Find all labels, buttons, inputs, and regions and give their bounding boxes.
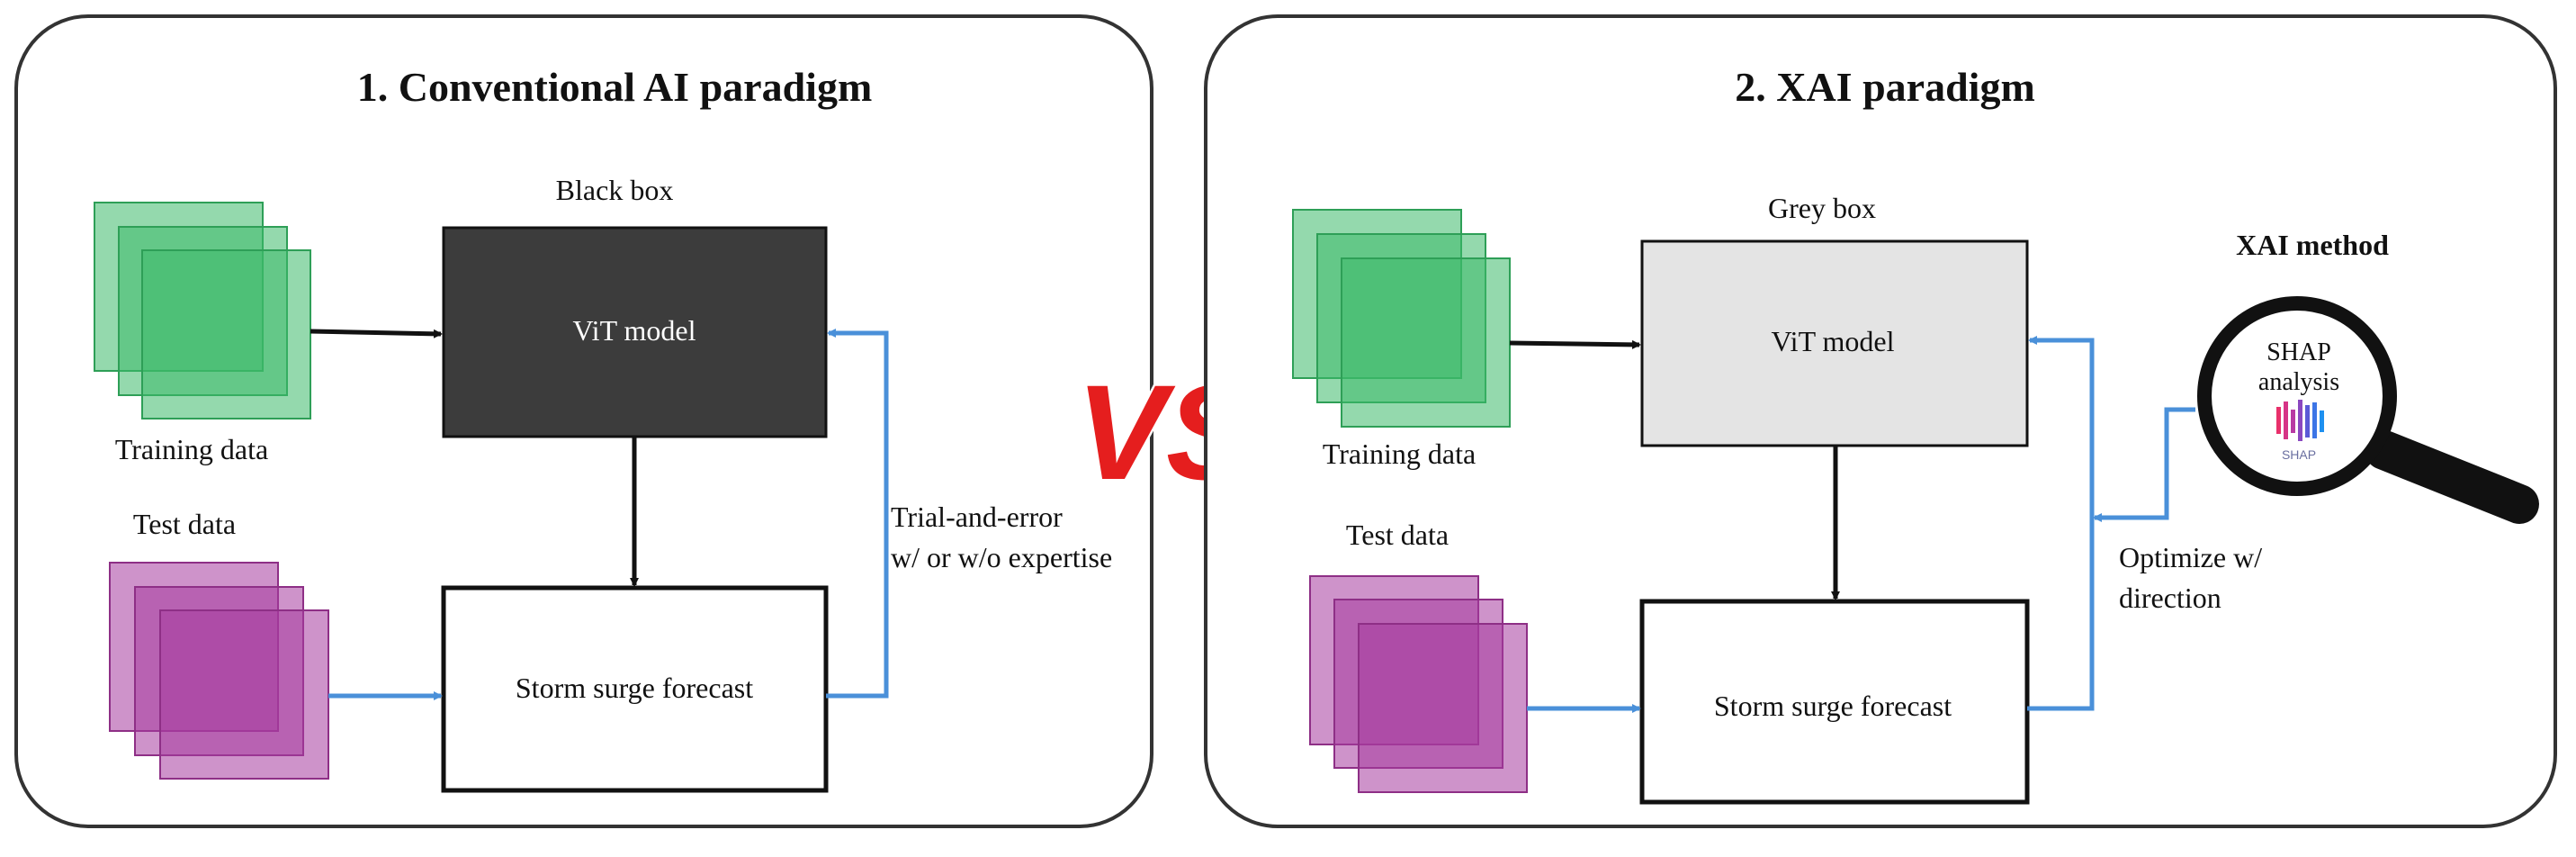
magnifier-icon	[2197, 296, 2539, 524]
xai-method-title: XAI method	[2236, 229, 2389, 261]
training-data-label: Training data	[115, 433, 268, 465]
xai-test-data-stack	[1309, 575, 1528, 793]
xai-panel-title: 2. XAI paradigm	[1735, 64, 2035, 110]
xai-panel: 2. XAI paradigm Training data Test data …	[1204, 14, 2557, 828]
lens-analysis-label: analysis	[2258, 368, 2339, 396]
xai-training-data-stack	[1292, 209, 1511, 428]
xai-training-to-model-arrow	[1509, 339, 1641, 349]
direction-label: direction	[2119, 582, 2221, 614]
xai-test-data-label: Test data	[1346, 519, 1449, 551]
test-data-stack	[109, 562, 329, 780]
shap-logo-text: SHAP	[2282, 447, 2316, 462]
trial-and-error-feedback-arrow	[826, 329, 889, 699]
grey-box-caption: Grey box	[1768, 192, 1876, 224]
test-data-label: Test data	[133, 508, 236, 540]
grey-box-model-label: ViT model	[1771, 325, 1894, 357]
expertise-label: w/ or w/o expertise	[891, 541, 1112, 573]
training-data-stack	[94, 202, 311, 419]
black-box-model-label: ViT model	[572, 314, 696, 347]
conventional-panel: 1. Conventional AI paradigm Training dat…	[14, 14, 1153, 828]
xai-forecast-box	[1639, 599, 2030, 805]
conventional-panel-title: 1. Conventional AI paradigm	[357, 64, 873, 110]
training-to-model-arrow	[310, 329, 443, 338]
trial-and-error-label: Trial-and-error	[891, 501, 1063, 533]
xai-training-data-label: Training data	[1323, 438, 1476, 470]
grey-box-model	[1640, 239, 2029, 447]
optimize-label: Optimize w/	[2119, 541, 2262, 573]
shap-logo-icon	[2276, 400, 2324, 441]
conventional-forecast-box	[441, 585, 829, 793]
black-box-caption: Black box	[556, 174, 674, 206]
shap-to-feedback-arrow	[2093, 407, 2195, 522]
xai-forecast-label: Storm surge forecast	[1714, 690, 1952, 722]
lens-shap-label: SHAP	[2266, 338, 2331, 366]
conventional-forecast-label: Storm surge forecast	[516, 672, 753, 704]
optimize-feedback-arrow	[2027, 336, 2095, 711]
